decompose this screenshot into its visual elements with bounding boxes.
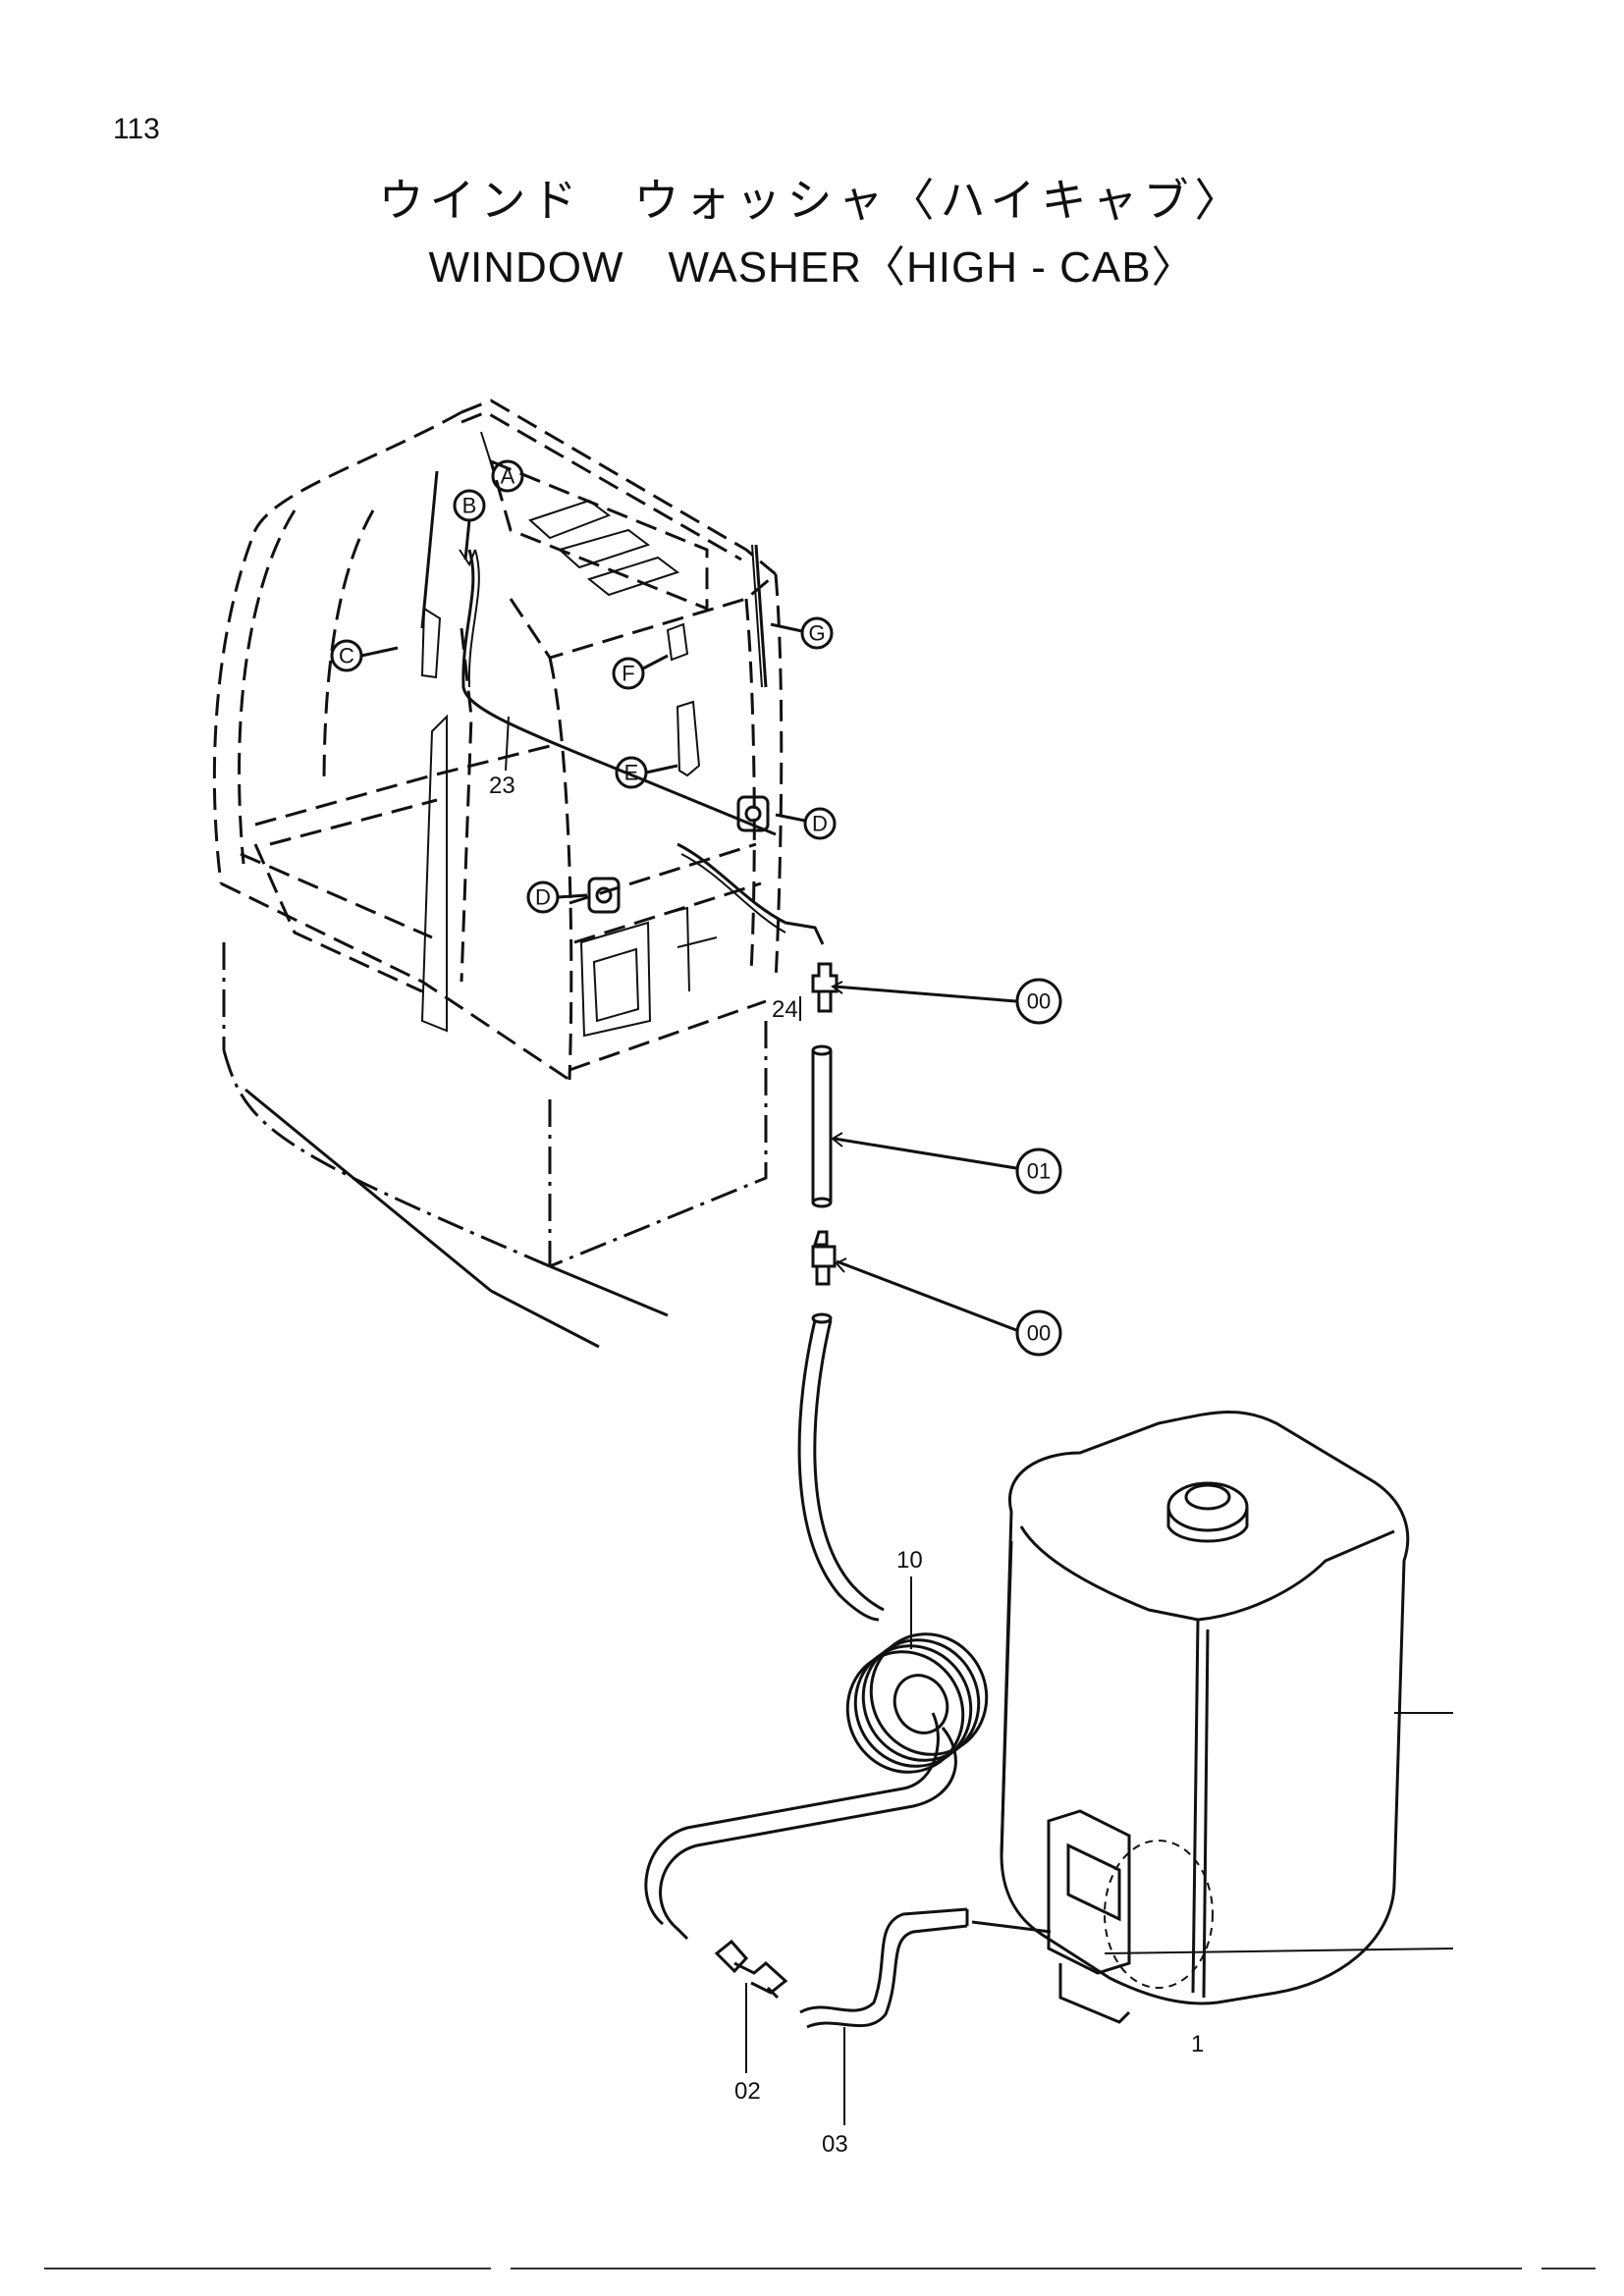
callout-B-text: B: [462, 494, 477, 518]
footer-rule-left: [44, 2268, 491, 2269]
hose-24: [677, 842, 825, 945]
callout-E: E: [615, 756, 678, 789]
callout-E-text: E: [624, 761, 639, 785]
callout-C: C: [330, 639, 399, 672]
callout-G: G: [770, 616, 834, 650]
page-number: 113: [113, 113, 160, 145]
callout-B: B: [453, 489, 486, 567]
hose-23: [461, 549, 777, 836]
callout-D1-text: D: [812, 812, 828, 836]
callout-A: A: [480, 431, 524, 493]
title-english: WINDOW WASHER〈HIGH - CAB〉: [428, 243, 1196, 292]
callout-F-text: F: [622, 662, 634, 686]
label-03: 03: [822, 2131, 848, 2158]
label-02: 02: [734, 2078, 761, 2105]
cab-outline: [212, 399, 784, 1349]
label-00-upper: 00: [1027, 989, 1051, 1014]
footer-rule-center: [511, 2268, 1522, 2269]
callout-D1: D: [775, 807, 837, 840]
label-23: 23: [489, 773, 515, 799]
callout-D2: D: [526, 881, 588, 914]
label-01: 01: [1027, 1159, 1051, 1184]
connector-02: 02: [714, 1939, 788, 2105]
callout-C-text: C: [339, 644, 354, 668]
label-10: 10: [896, 1547, 923, 1574]
label-00-lower: 00: [1027, 1321, 1051, 1346]
joint-00-upper: 00: [811, 962, 1062, 1025]
hose-03: 03: [799, 1907, 969, 2158]
label-24: 24: [772, 996, 798, 1023]
joint-00-lower: 00: [811, 1230, 1062, 1357]
callout-G-text: G: [808, 621, 825, 646]
hose-coil-10: 10: [644, 1312, 989, 1941]
callout-D2-text: D: [535, 885, 551, 910]
washer-tank-1: 1: [971, 1410, 1454, 2057]
hose-01: 01: [811, 1044, 1062, 1208]
callout-F: F: [612, 654, 669, 690]
label-1: 1: [1191, 2031, 1204, 2057]
title-japanese: ウインド ウォッシャ〈ハイキャブ〉: [378, 174, 1246, 227]
footer-rule-right: [1542, 2268, 1596, 2269]
callout-A-text: A: [501, 464, 515, 489]
